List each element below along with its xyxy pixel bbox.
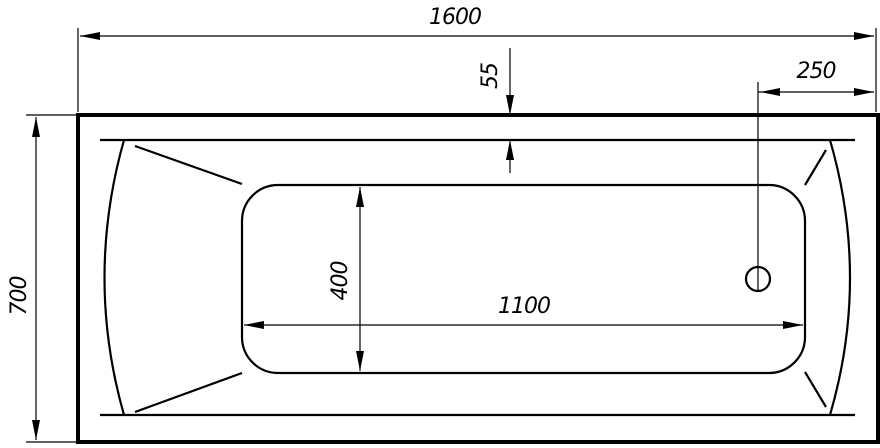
inner-basin — [240, 183, 807, 375]
arrowhead — [80, 32, 100, 40]
basin-length-label: 1100 — [498, 294, 550, 319]
left-end-curve — [103, 139, 126, 416]
overall-length-label: 1600 — [429, 5, 481, 30]
arrowhead — [356, 351, 364, 371]
left-backrest-line-top — [134, 144, 243, 186]
arrowhead — [356, 187, 364, 207]
rim-width-label: 55 — [478, 63, 503, 89]
arrowhead — [32, 420, 40, 440]
left-backrest-line-bottom — [134, 371, 243, 414]
arrowhead — [244, 321, 264, 329]
right-slash-line-top — [804, 149, 827, 186]
overall-width-label: 700 — [7, 277, 32, 316]
basin-width-label: 400 — [328, 262, 353, 301]
right-slash-line-bottom — [804, 371, 827, 408]
arrowhead — [506, 95, 514, 115]
arrowhead — [32, 117, 40, 137]
arrowhead — [854, 32, 874, 40]
arrowhead — [783, 321, 803, 329]
tub-outer-outline — [76, 113, 880, 444]
arrowhead — [854, 88, 874, 96]
arrowhead — [506, 140, 514, 160]
drain-offset-label: 250 — [797, 59, 836, 84]
right-end-curve — [828, 139, 852, 416]
arrowhead — [760, 88, 780, 96]
